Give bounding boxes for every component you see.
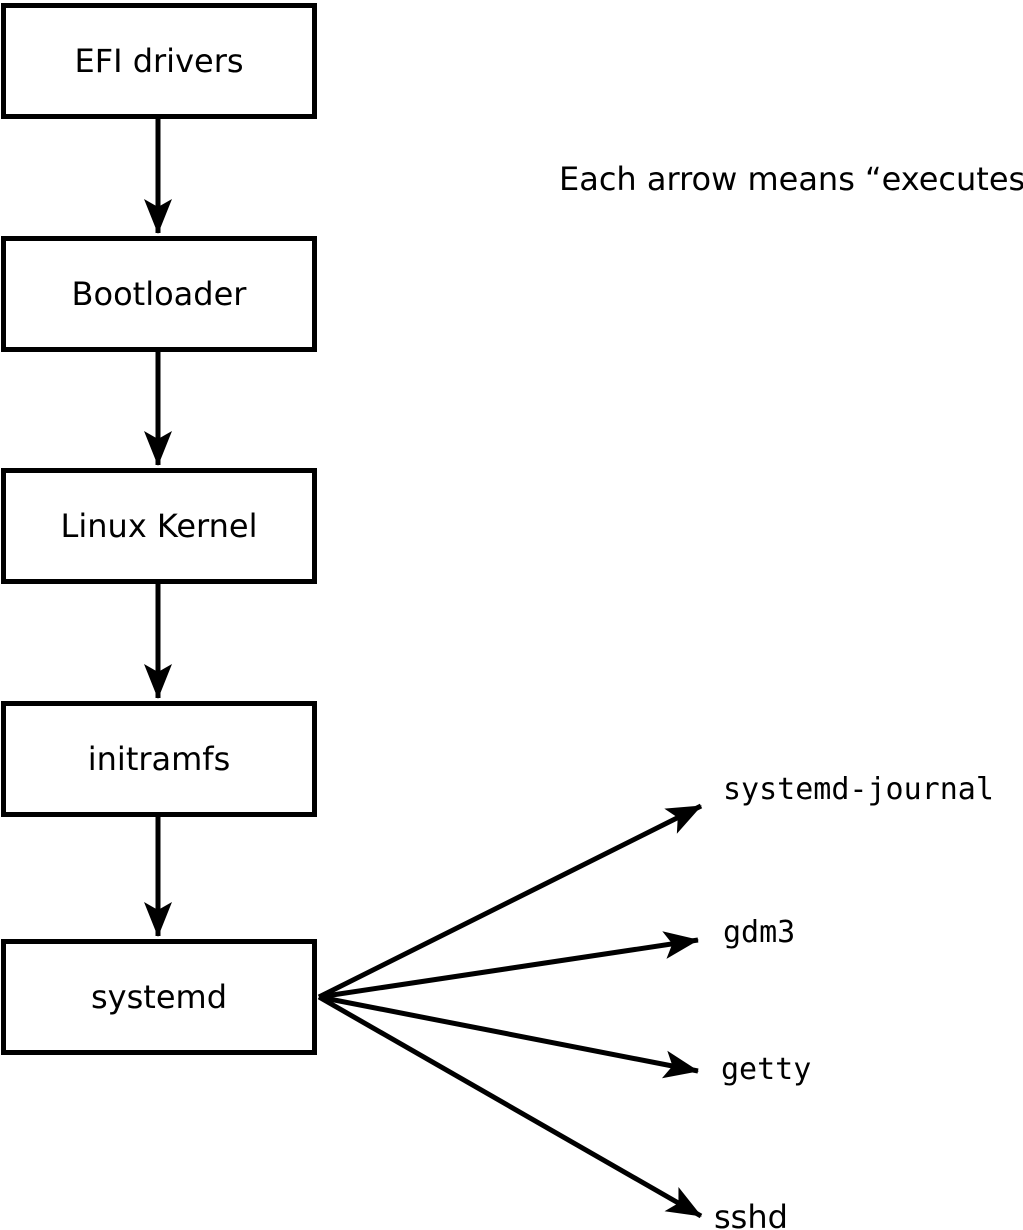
- node-systemd-label: systemd: [91, 978, 227, 1016]
- annotation-arrow-meaning: Each arrow means “executes”.: [559, 160, 1023, 198]
- node-systemd: systemd: [1, 939, 317, 1055]
- node-bootloader-label: Bootloader: [71, 275, 247, 313]
- arrow-systemd-to-gdm3: [318, 931, 699, 1000]
- node-linux-kernel: Linux Kernel: [1, 468, 317, 584]
- node-bootloader: Bootloader: [1, 236, 317, 352]
- arrow-systemd-to-getty: [318, 994, 699, 1079]
- node-linux-kernel-label: Linux Kernel: [60, 507, 258, 545]
- arrow-systemd-to-sshd: [317, 994, 703, 1219]
- arrow-systemd-to-journal: [317, 803, 703, 1000]
- process-label-gdm3: gdm3: [723, 915, 796, 950]
- node-efi-drivers-label: EFI drivers: [74, 42, 244, 80]
- node-initramfs-label: initramfs: [87, 740, 231, 778]
- process-label-getty: getty: [721, 1052, 812, 1087]
- node-efi-drivers: EFI drivers: [1, 3, 317, 119]
- process-label-sshd: sshd: [714, 1198, 788, 1230]
- process-label-systemd-journal: systemd-journal: [723, 772, 994, 807]
- node-initramfs: initramfs: [1, 701, 317, 817]
